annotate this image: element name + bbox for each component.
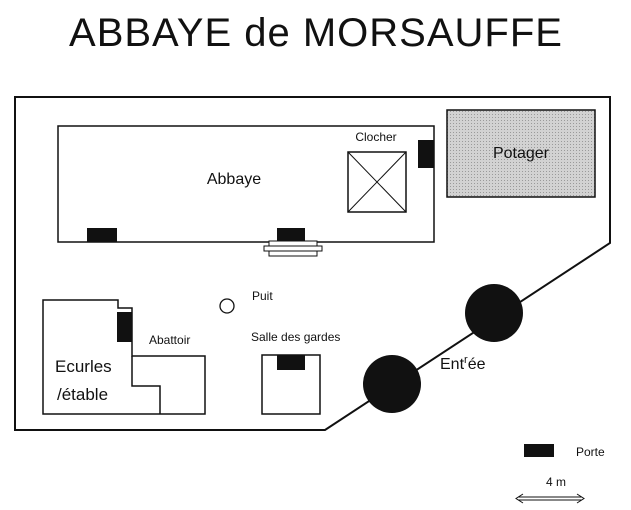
legend-porte-label: Porte [576,445,605,459]
abbaye-label: Abbaye [207,171,261,188]
abattoir-partition [131,356,161,414]
scale-bar [515,493,585,504]
clocher-cross-b [347,151,407,213]
clocher-label: Clocher [355,130,396,144]
abbaye-building [57,125,435,243]
puit-circle [219,298,235,314]
puit-label: Puit [252,289,273,303]
steps-1 [268,240,318,247]
salle-des-gardes-door [277,355,305,370]
potager-plot [446,109,596,198]
steps-3 [268,250,318,257]
entree-pillar-south [363,355,421,413]
salle-des-gardes-label: Salle des gardes [251,330,340,344]
scale-label: 4 m [546,475,566,489]
entree-label: Entrée [440,354,486,373]
enclosure-wall [14,96,611,431]
abbaye-door-main [277,228,305,242]
ecurles-door [117,312,132,342]
potager-label: Potager [493,145,550,162]
ecurles-label-line2: /étable [57,385,108,404]
abbaye-door-west [87,228,117,242]
entree-pillar-north [465,284,523,342]
abbaye-door-east [418,140,434,168]
steps-2 [263,245,323,252]
plan-title: ABBAYE de MORSAUFFE [69,11,563,55]
clocher-box [347,151,407,213]
abattoir-label: Abattoir [149,333,190,347]
legend-porte-swatch [524,444,554,457]
ecurles-label-line1: Ecurles [55,357,112,376]
